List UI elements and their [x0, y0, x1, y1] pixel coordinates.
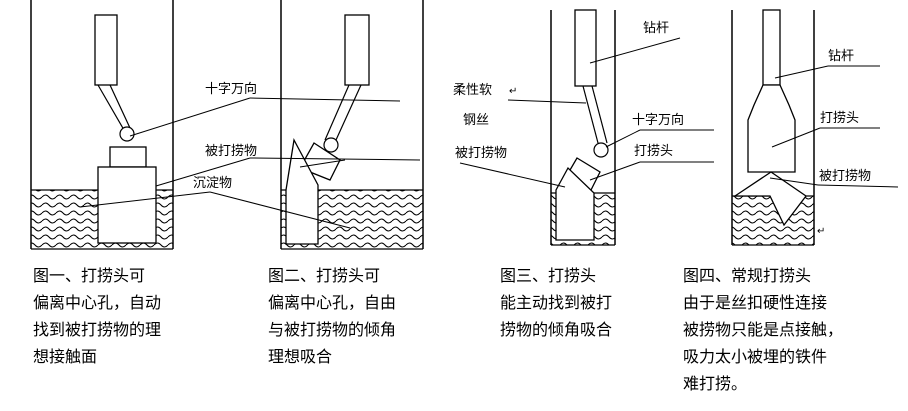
figure3-universal-joint — [593, 142, 609, 158]
figure3-paragraph-mark-1: ↵ — [509, 86, 517, 97]
figure2-caption-line: 偏离中心孔，自由 — [268, 293, 397, 312]
figure4-caption-line: 难打捞。 — [683, 374, 748, 393]
figure3-caption-line: 图三、打捞头 — [500, 266, 597, 285]
figure4-label-fished-object: 被打捞物 — [819, 168, 871, 184]
figure3-caption-line: 捞物的倾角吸合 — [500, 320, 613, 339]
figure4-caption-line: 由于是丝扣硬性连接 — [683, 293, 828, 312]
figure3-caption-line: 能主动找到被打 — [500, 293, 613, 312]
figure2-label-universal-joint: 十字万向 — [205, 81, 257, 97]
figure2-drill-rod — [344, 14, 370, 86]
figure2-label-fished-object: 被打捞物 — [205, 143, 257, 159]
figure1-caption-line: 找到被打捞物的理 — [33, 320, 162, 339]
figure1-cable — [97, 84, 125, 131]
figure3-drill-rod — [574, 9, 597, 87]
figure2-caption-line: 与被打捞物的倾角 — [268, 320, 397, 339]
figure3-fished-object — [555, 166, 595, 241]
figure1-caption-line: 偏离中心孔，自动 — [33, 293, 162, 312]
figure4-caption: 图四、常规打捞头由于是丝扣硬性连接被捞物只能是点接触， 吸力太小被埋的铁件难打捞。 — [683, 262, 843, 397]
figure3-flexible-cable — [582, 85, 599, 144]
figure4-paragraph-mark: ↵ — [817, 226, 825, 237]
figure3-label-fished-object: 被打捞物 — [455, 145, 507, 161]
figure4-label-drill-rod: 钻杆 — [828, 49, 854, 64]
figure4-label-fishing-head: 打捞头 — [820, 110, 859, 126]
figure4-fished-object — [732, 171, 807, 227]
figure3-label-fishing-head: 打捞头 — [634, 143, 673, 159]
figure3-label-flexible-cable-line2: 钢丝 — [463, 113, 489, 128]
figure1-caption: 图一、打捞头可偏离中心孔，自动找到被打捞物的理想接触面 — [33, 262, 161, 370]
figure2-universal-joint — [323, 137, 339, 153]
figure2-caption: 图二、打捞头可偏离中心孔，自由与被打捞物的倾角理想吸合 — [268, 262, 396, 370]
figure1-caption-line: 想接触面 — [33, 347, 98, 366]
figure4-drill-rod — [762, 9, 781, 86]
figure4-caption-line: 吸力太小被埋的铁件 — [683, 347, 828, 366]
figure1-fishing-head — [109, 146, 147, 168]
figure2-label-sediment: 沉淀物 — [193, 176, 232, 191]
figure3-label-universal-joint: 十字万向 — [632, 112, 684, 128]
figure1-drawing — [30, 0, 174, 250]
figure3-label-drill-rod: 钻杆 — [643, 21, 669, 36]
figure3-label-flexible-cable-line1: 柔性软 — [453, 83, 492, 98]
figure2-drawing: 十字万向 被打捞物 沉淀物 — [79, 0, 424, 250]
figure4-caption-line: 被捞物只能是点接触， — [683, 320, 844, 339]
figure1-drill-rod — [94, 14, 118, 86]
figure2-cable — [324, 84, 350, 141]
figure2-caption-line: 理想吸合 — [268, 347, 333, 366]
figure1-fished-object — [97, 166, 157, 244]
figure3-caption: 图三、打捞头能主动找到被打捞物的倾角吸合 — [500, 262, 612, 343]
figure4-fishing-head — [747, 84, 796, 173]
figure4-caption-line: 图四、常规打捞头 — [683, 266, 812, 285]
figure1-universal-joint — [119, 126, 135, 142]
figure2-caption-line: 图二、打捞头可 — [268, 266, 381, 285]
figure4-drawing: 钻杆 打捞头 被打捞物 ↵ — [731, 9, 899, 246]
figure3-drawing: 钻杆 柔性软 ↵ 钢丝 十字万向 被打捞物 打捞头 — [453, 9, 714, 246]
figure1-caption-line: 图一、打捞头可 — [33, 266, 146, 285]
